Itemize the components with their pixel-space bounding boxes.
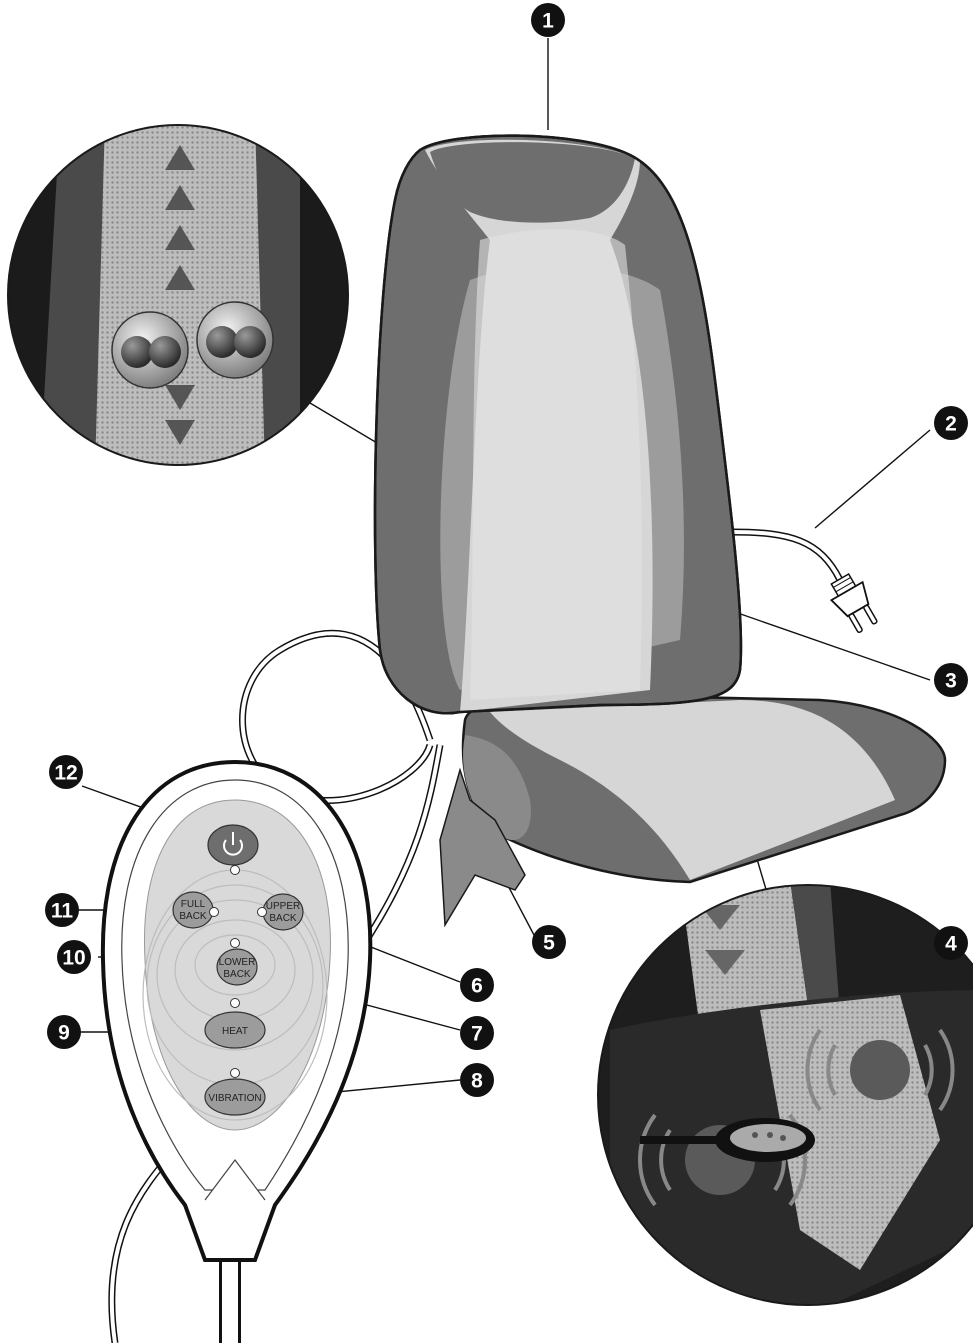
callout-3: 3 xyxy=(934,663,968,697)
svg-text:6: 6 xyxy=(471,975,483,998)
callout-12: 12 xyxy=(49,755,83,789)
backrest xyxy=(375,136,741,714)
callout-2: 2 xyxy=(934,406,968,440)
callout-5: 5 xyxy=(532,925,566,959)
svg-text:12: 12 xyxy=(54,762,77,785)
massage-roller-left xyxy=(112,312,188,388)
svg-text:3: 3 xyxy=(945,670,957,693)
callout-1: 1 xyxy=(531,3,565,37)
callout-4: 4 xyxy=(934,926,968,960)
svg-text:7: 7 xyxy=(471,1023,483,1046)
heat-button[interactable]: HEAT xyxy=(205,1012,265,1048)
lower-back-label-line2: BACK xyxy=(223,969,251,980)
svg-text:4: 4 xyxy=(945,933,957,956)
svg-text:11: 11 xyxy=(51,900,74,923)
callout-9: 9 xyxy=(47,1015,81,1049)
lower-back-label-line1: LOWER xyxy=(219,957,256,968)
callout-6: 6 xyxy=(460,968,494,1002)
callout-10: 10 xyxy=(57,940,91,974)
callout-8: 8 xyxy=(460,1063,494,1097)
svg-text:1: 1 xyxy=(542,10,554,33)
upper-back-label-line1: UPPER xyxy=(266,901,300,912)
callout-11: 11 xyxy=(45,893,79,927)
full-back-label-line1: FULL xyxy=(181,899,206,910)
seat-cushion xyxy=(463,695,945,882)
power-cord xyxy=(732,532,884,637)
massage-roller-right xyxy=(197,302,273,378)
heat-label: HEAT xyxy=(222,1026,248,1037)
svg-text:2: 2 xyxy=(945,413,957,436)
detail-circle-rollers xyxy=(0,120,360,480)
full-back-label-line2: BACK xyxy=(179,911,207,922)
svg-text:10: 10 xyxy=(62,947,85,970)
plug-icon xyxy=(824,570,883,636)
svg-text:5: 5 xyxy=(543,932,555,955)
detail-circle-seat-vibration xyxy=(598,880,973,1320)
vibration-label: VIBRATION xyxy=(208,1093,261,1104)
lower-back-button[interactable]: LOWER BACK xyxy=(217,949,257,985)
svg-text:9: 9 xyxy=(58,1022,70,1045)
vibration-button[interactable]: VIBRATION xyxy=(205,1079,265,1115)
hand-remote: FULL BACK UPPER BACK LOWER BACK HEAT VIB… xyxy=(103,762,370,1343)
upper-back-button[interactable]: UPPER BACK xyxy=(263,894,303,930)
svg-text:8: 8 xyxy=(471,1070,483,1093)
upper-back-label-line2: BACK xyxy=(269,913,297,924)
power-button[interactable] xyxy=(208,825,258,865)
full-back-button[interactable]: FULL BACK xyxy=(173,892,213,928)
callout-7: 7 xyxy=(460,1016,494,1050)
